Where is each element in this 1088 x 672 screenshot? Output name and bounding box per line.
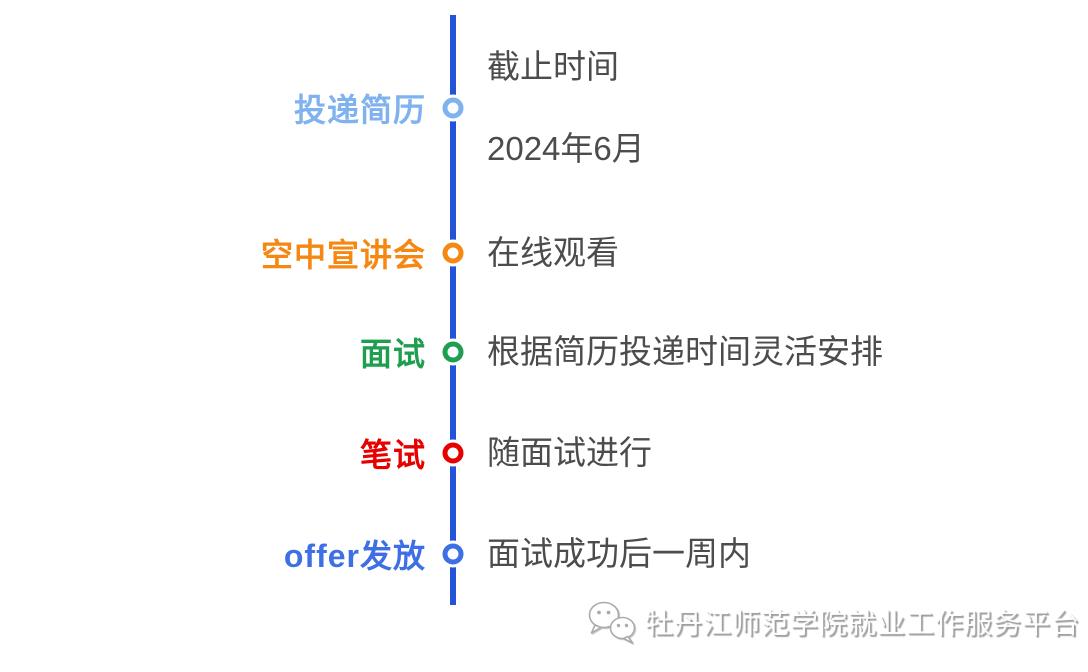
step-dot <box>442 242 464 264</box>
step-dot <box>442 442 464 464</box>
step-description: 根据简历投递时间灵活安排 <box>487 311 883 393</box>
wechat-icon <box>585 600 639 644</box>
step-description: 截止时间 2024年6月 <box>487 26 645 190</box>
step-label: 投递简历 <box>293 92 426 128</box>
step-dot <box>442 543 464 565</box>
step-description: 面试成功后一周内 <box>487 513 751 595</box>
step-label: 笔试 <box>359 437 426 473</box>
step-description-line: 根据简历投递时间灵活安排 <box>487 333 883 370</box>
timeline-vertical-line <box>450 15 456 605</box>
step-dot <box>442 97 464 119</box>
step-label: offer发放 <box>283 538 426 574</box>
step-label: 面试 <box>359 336 426 372</box>
step-description-line: 面试成功后一周内 <box>487 535 751 572</box>
step-description: 随面试进行 <box>487 412 652 494</box>
step-label: 空中宣讲会 <box>260 237 426 273</box>
watermark-text: 牡丹江师范学院就业工作服务平台 <box>645 608 1081 639</box>
step-description-line: 随面试进行 <box>487 434 652 471</box>
step-description-line: 在线观看 <box>487 234 619 271</box>
step-description-line: 2024年6月 <box>487 130 645 167</box>
step-description-line: 截止时间 <box>487 48 619 85</box>
watermark: 牡丹江师范学院就业工作服务平台 <box>585 600 1080 644</box>
step-dot <box>442 341 464 363</box>
step-description: 在线观看 <box>487 212 619 294</box>
